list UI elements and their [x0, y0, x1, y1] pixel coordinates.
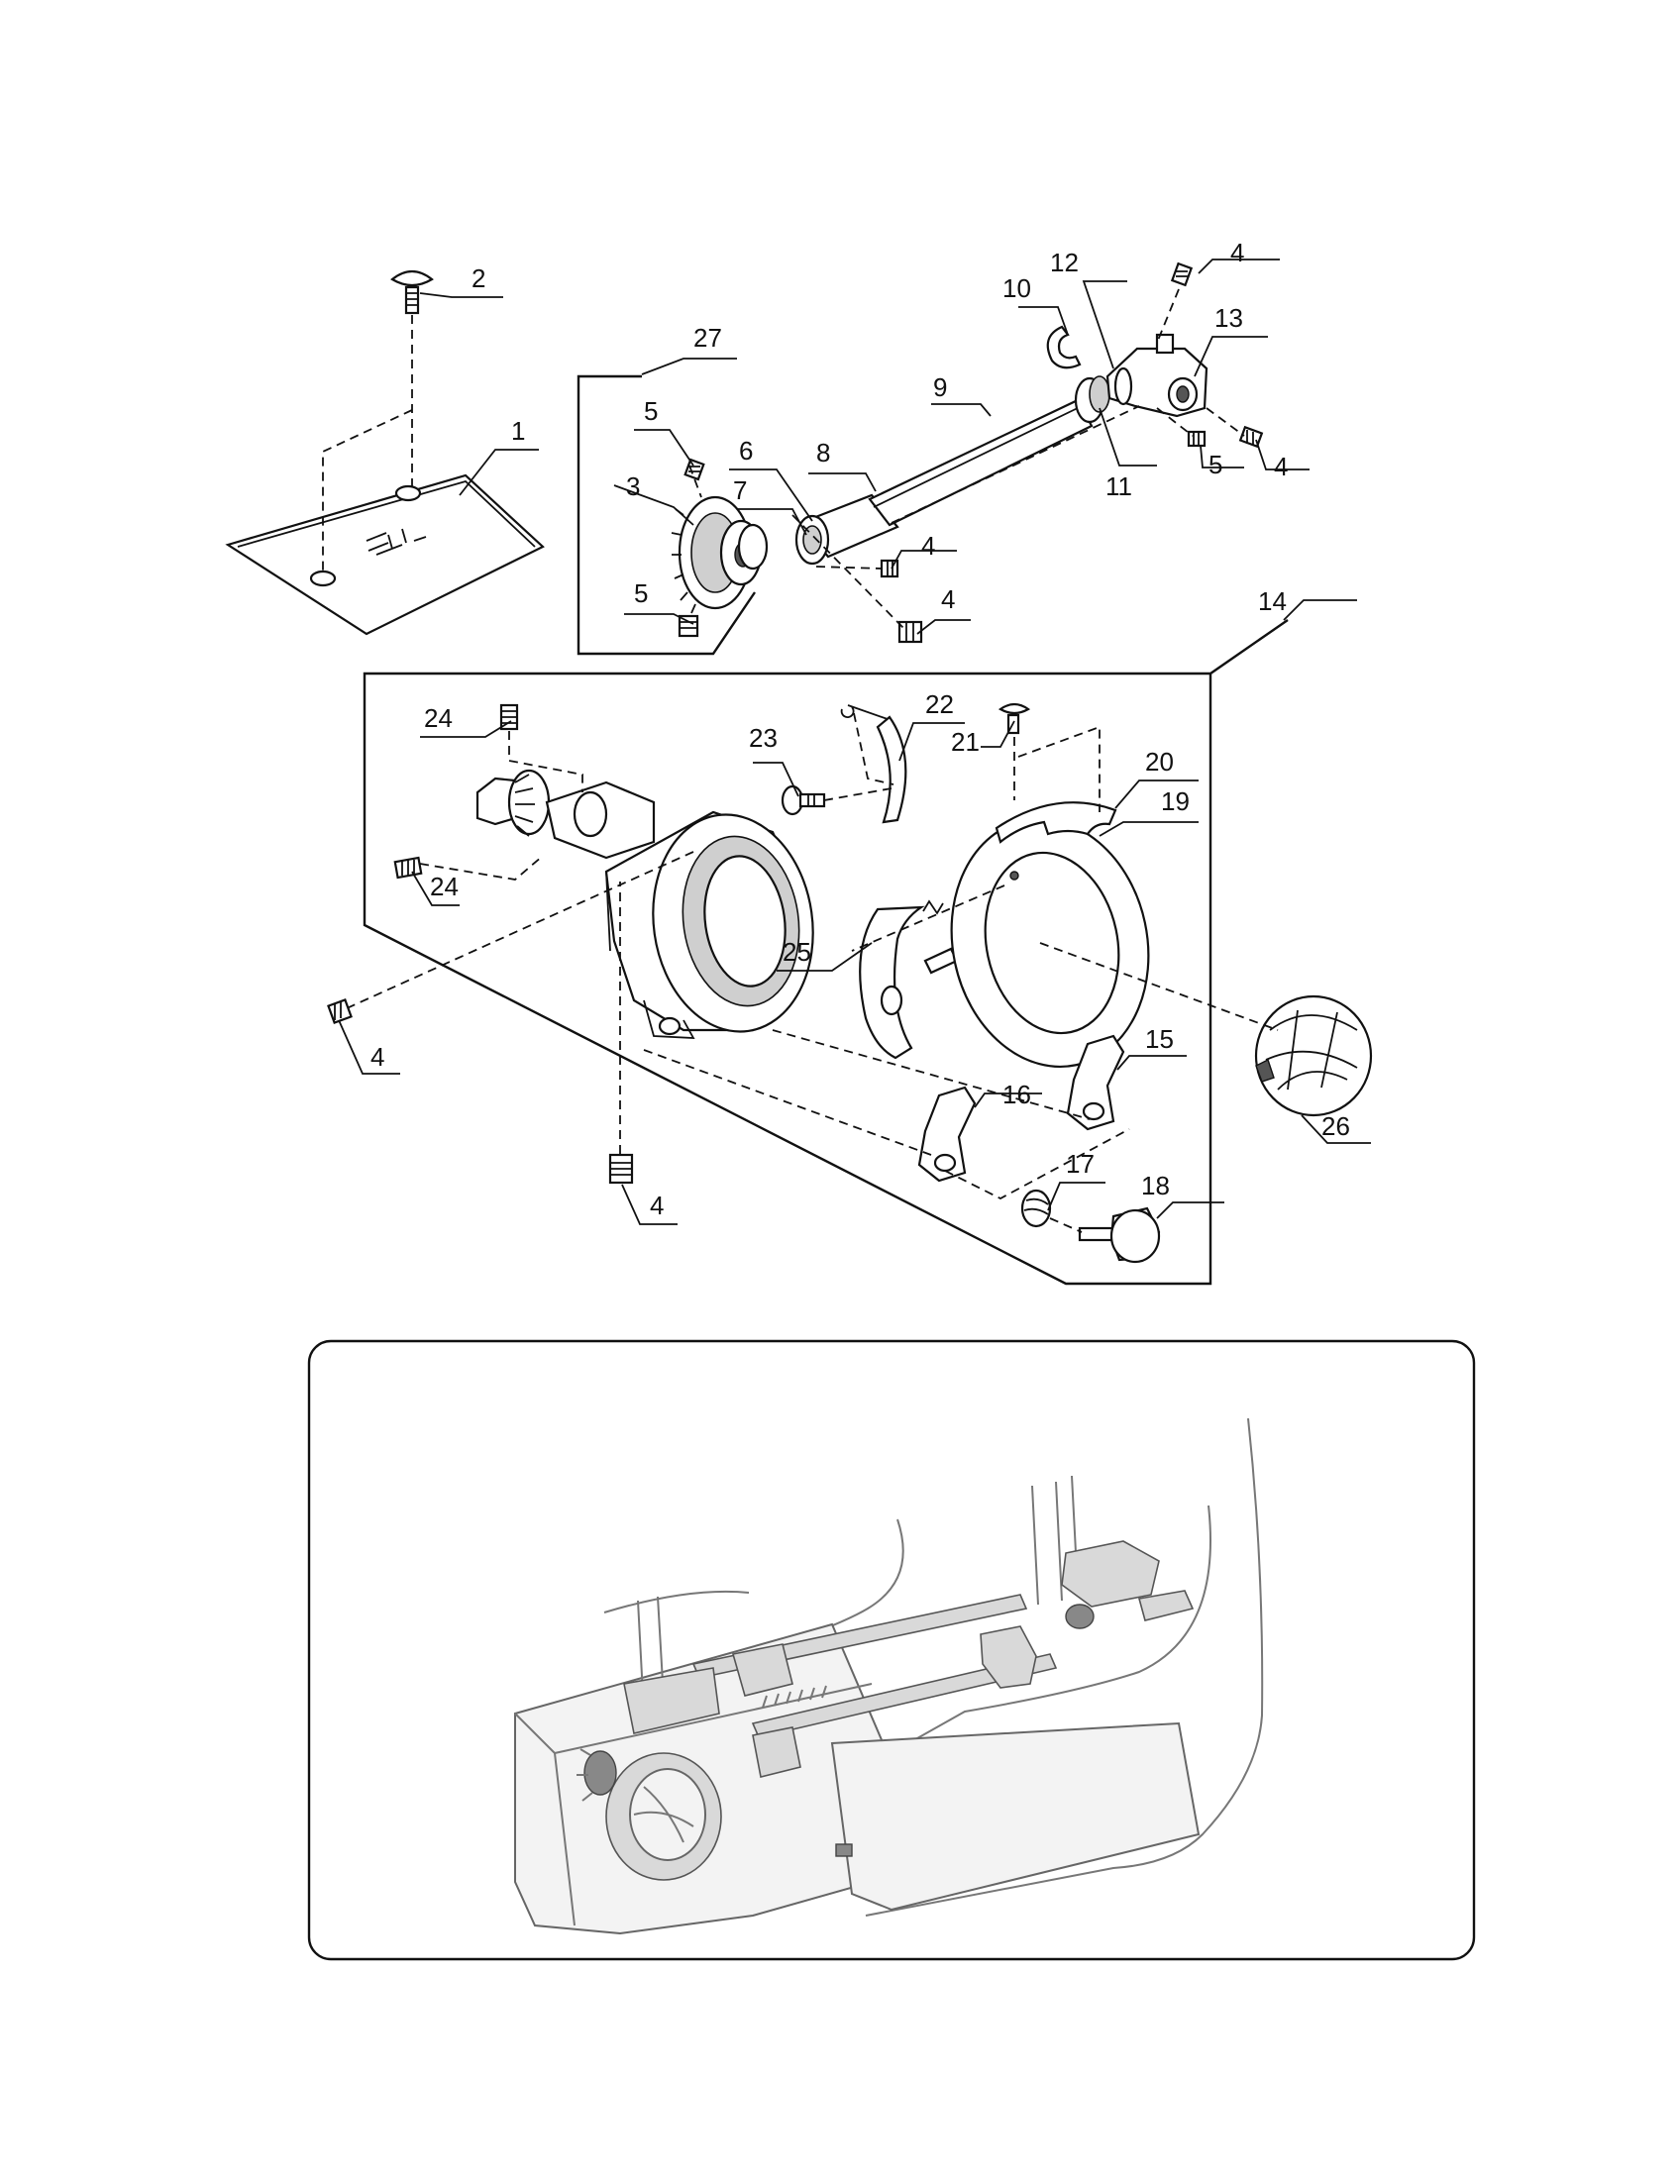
sewing-machine-illustration: [514, 1417, 1264, 1935]
callout-19: 19: [1161, 786, 1190, 816]
callout-labels: 1 2 3 4 4 4 4 4 4 5 5 5 6 7 8 9 10 11 12…: [370, 238, 1350, 1220]
callout-4-mid: 4: [921, 531, 935, 561]
callout-13: 13: [1214, 303, 1243, 333]
thumb-screw-18: [1078, 1206, 1161, 1264]
callout-leaders: [338, 259, 1371, 1225]
lower-shaft-part: [868, 398, 1094, 527]
spring-screw-23: [781, 784, 826, 816]
set-screw-5-upper: [683, 458, 705, 481]
shaft-collar-part: [1074, 375, 1110, 424]
callout-24-left: 24: [430, 872, 459, 901]
callout-6: 6: [739, 436, 753, 466]
callout-4-right: 4: [1274, 452, 1288, 481]
needle-plate-part: [225, 473, 545, 636]
callout-1: 1: [511, 416, 525, 446]
callout-3: 3: [626, 471, 640, 501]
callout-24-top: 24: [424, 703, 453, 733]
set-screw-5-right: [1187, 430, 1207, 448]
callout-22: 22: [925, 689, 954, 719]
machine-location-inset: [307, 1339, 1476, 1961]
spring-guide-lines: [823, 712, 1101, 952]
hook-screw-24-top: [499, 703, 519, 731]
spring-17: [1020, 1189, 1052, 1228]
hook-cover-ring-part: [950, 817, 1150, 1069]
hook-assembly-frame: [363, 619, 1289, 1286]
set-screw-4-right: [1238, 425, 1264, 449]
callout-27: 27: [693, 323, 722, 353]
callout-4-left: 4: [370, 1042, 384, 1072]
retainer-screw-21: [998, 702, 1031, 735]
callout-25: 25: [783, 937, 811, 967]
set-screw-5-lower: [678, 614, 699, 638]
callout-11: 11: [1105, 471, 1132, 501]
bobbin-case-part: [1254, 994, 1373, 1117]
set-screw-4-bottom: [608, 1153, 634, 1185]
shaft-guide-lines: [688, 288, 1245, 629]
plate-guide-line: [322, 409, 413, 572]
thread-guide-15: [1066, 1034, 1125, 1131]
hook-race-body-part: [604, 810, 814, 1039]
plate-screw-part: [390, 269, 434, 315]
callout-23: 23: [749, 723, 778, 753]
hook-retainer-part: [995, 801, 1117, 844]
callout-5-right: 5: [1208, 450, 1222, 479]
callout-21: 21: [951, 727, 980, 757]
callout-17: 17: [1066, 1149, 1095, 1179]
set-screw-parts: [678, 261, 1264, 644]
callout-16: 16: [1002, 1080, 1031, 1109]
callout-18: 18: [1141, 1171, 1170, 1200]
thread-guide-16: [917, 1086, 977, 1183]
callout-14: 14: [1258, 586, 1287, 616]
shaft-group-bracket: [577, 374, 756, 656]
guide-lines-lower: [643, 1029, 1130, 1233]
hook-screw-24-left: [393, 856, 423, 880]
shaft-crank-part: [1105, 333, 1208, 418]
hook-gear-guide-lines: [419, 731, 583, 881]
bobbin-holder-part: [859, 899, 959, 1060]
callout-4-bottom: 4: [650, 1191, 664, 1220]
hook-drive-gear-part: [475, 769, 656, 860]
set-screw-4-top: [1170, 261, 1194, 287]
callout-12: 12: [1050, 248, 1079, 277]
central-axis-line: [346, 851, 1279, 1169]
callout-26: 26: [1321, 1111, 1350, 1141]
callout-5-lower: 5: [634, 578, 648, 608]
bed-slot-mark: [835, 1843, 853, 1857]
callout-5-upper: 5: [644, 396, 658, 426]
callout-9: 9: [933, 372, 947, 402]
callout-4-low: 4: [941, 584, 955, 614]
callout-10: 10: [1002, 273, 1031, 303]
callout-4-top: 4: [1230, 238, 1244, 267]
set-screw-4-left: [327, 998, 353, 1024]
callout-15: 15: [1145, 1024, 1174, 1054]
callout-20: 20: [1145, 747, 1174, 777]
c-ring-part: [1046, 325, 1082, 369]
callout-2: 2: [472, 263, 485, 293]
callout-8: 8: [816, 438, 830, 468]
set-screw-4-low: [897, 620, 923, 644]
hook-spring-part: [840, 704, 907, 824]
callout-7: 7: [733, 475, 747, 505]
